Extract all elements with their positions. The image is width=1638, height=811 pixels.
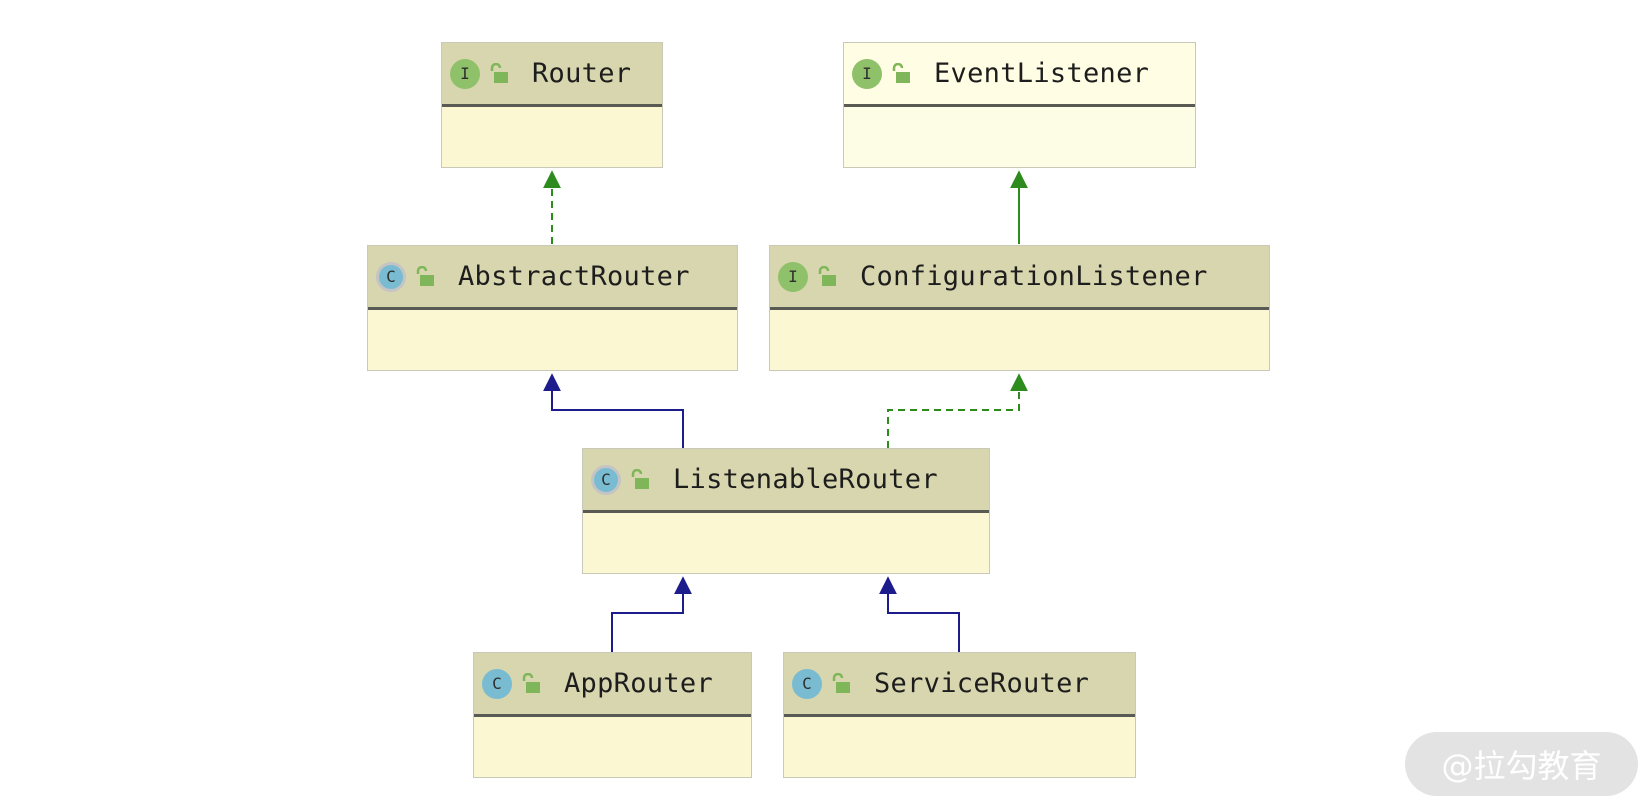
class-header: I Router xyxy=(442,43,662,107)
class-box-approuter[interactable]: C AppRouter xyxy=(473,652,752,778)
unlocked-icon xyxy=(490,62,508,83)
class-body xyxy=(442,107,662,161)
unlocked-icon xyxy=(631,468,649,489)
class-header: I EventListener xyxy=(844,43,1195,107)
class-icon: C xyxy=(792,668,822,699)
unlocked-icon xyxy=(818,265,836,286)
class-name: ListenableRouter xyxy=(673,464,938,495)
class-body xyxy=(583,513,989,567)
class-body xyxy=(368,310,737,364)
edge-listenablerouter-configurationlistener xyxy=(887,373,1028,448)
abstract-class-icon: C xyxy=(591,464,621,495)
class-header: I ConfigurationListener xyxy=(770,246,1269,310)
unlocked-icon xyxy=(832,672,850,693)
edge-approuter-listenablerouter xyxy=(611,576,692,652)
class-body xyxy=(784,717,1135,771)
class-name: EventListener xyxy=(934,58,1150,89)
class-name: AppRouter xyxy=(564,668,713,699)
class-header: C AbstractRouter xyxy=(368,246,737,310)
class-box-abstractrouter[interactable]: C AbstractRouter xyxy=(367,245,738,371)
watermark: @拉勾教育 xyxy=(1405,732,1638,796)
class-header: C ServiceRouter xyxy=(784,653,1135,717)
interface-icon: I xyxy=(852,58,882,89)
class-body xyxy=(474,717,751,771)
class-header: C ListenableRouter xyxy=(583,449,989,513)
unlocked-icon xyxy=(522,672,540,693)
class-box-eventlistener[interactable]: I EventListener xyxy=(843,42,1196,168)
class-box-listenablerouter[interactable]: C ListenableRouter xyxy=(582,448,990,574)
class-body xyxy=(844,107,1195,161)
class-name: ConfigurationListener xyxy=(860,261,1208,292)
interface-icon: I xyxy=(450,58,480,89)
class-name: AbstractRouter xyxy=(458,261,690,292)
class-icon: C xyxy=(482,668,512,699)
unlocked-icon xyxy=(892,62,910,83)
class-name: Router xyxy=(532,58,632,89)
class-name: ServiceRouter xyxy=(874,668,1090,699)
class-body xyxy=(770,310,1269,364)
class-header: C AppRouter xyxy=(474,653,751,717)
class-box-configurationlistener[interactable]: I ConfigurationListener xyxy=(769,245,1270,371)
edge-servicerouter-listenablerouter xyxy=(879,576,960,652)
abstract-class-icon: C xyxy=(376,261,406,292)
class-box-router[interactable]: I Router xyxy=(441,42,663,168)
unlocked-icon xyxy=(416,265,434,286)
interface-icon: I xyxy=(778,261,808,292)
edge-listenablerouter-abstractrouter xyxy=(543,373,684,448)
class-box-servicerouter[interactable]: C ServiceRouter xyxy=(783,652,1136,778)
